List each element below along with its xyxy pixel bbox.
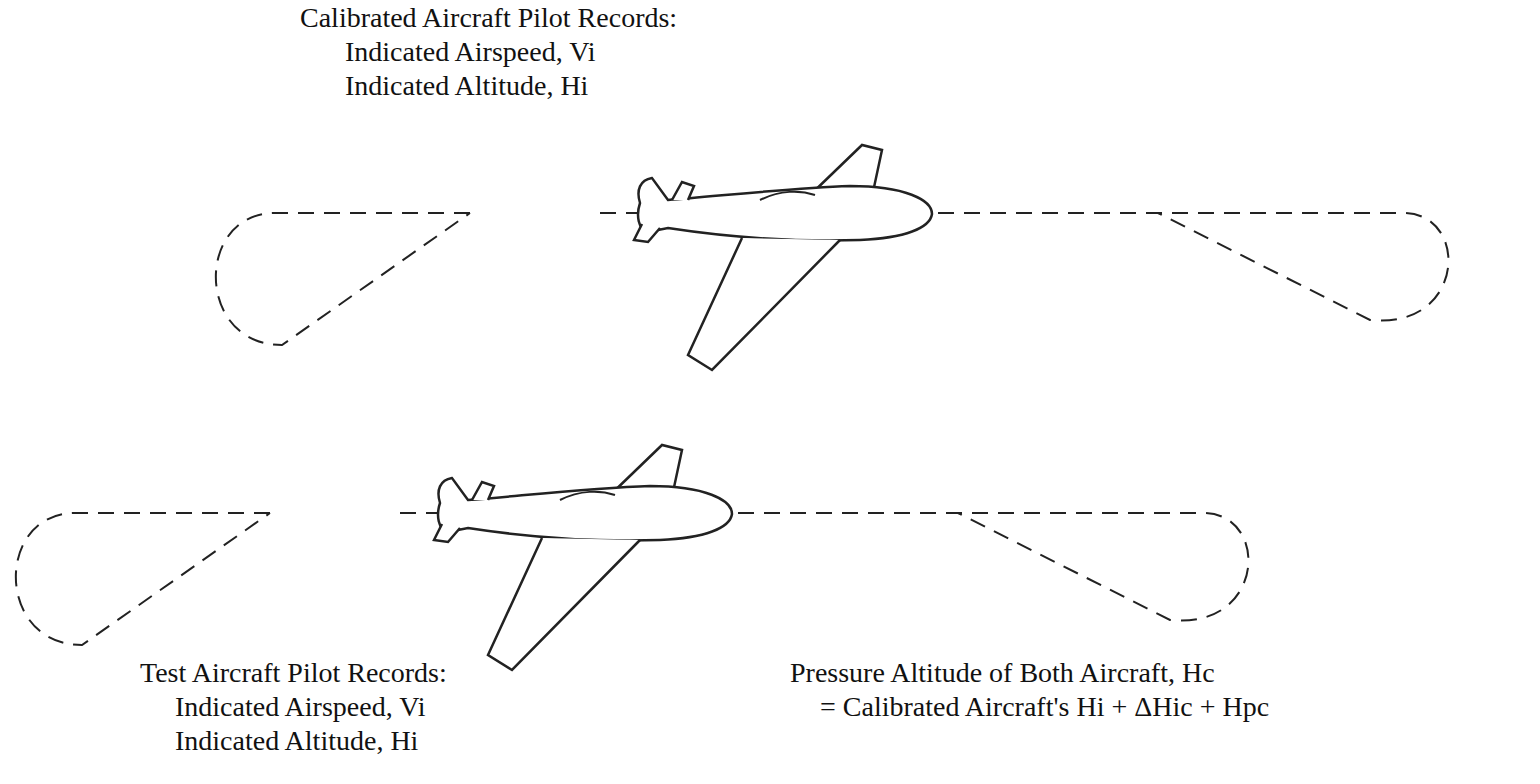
record-item: Indicated Airspeed, Vi — [175, 691, 426, 723]
note: Pressure Altitude of Both Aircraft, Hc — [790, 657, 1215, 689]
formula: = Calibrated Aircraft's Hi + ΔHic + Hpc — [820, 691, 1269, 723]
heading: Test Aircraft Pilot Records: — [140, 657, 447, 689]
heading: Calibrated Aircraft Pilot Records: — [300, 2, 677, 34]
record-item: Indicated Altitude, Hi — [175, 725, 418, 757]
record-item: Indicated Altitude, Hi — [345, 70, 588, 102]
record-item: Indicated Airspeed, Vi — [345, 36, 596, 68]
